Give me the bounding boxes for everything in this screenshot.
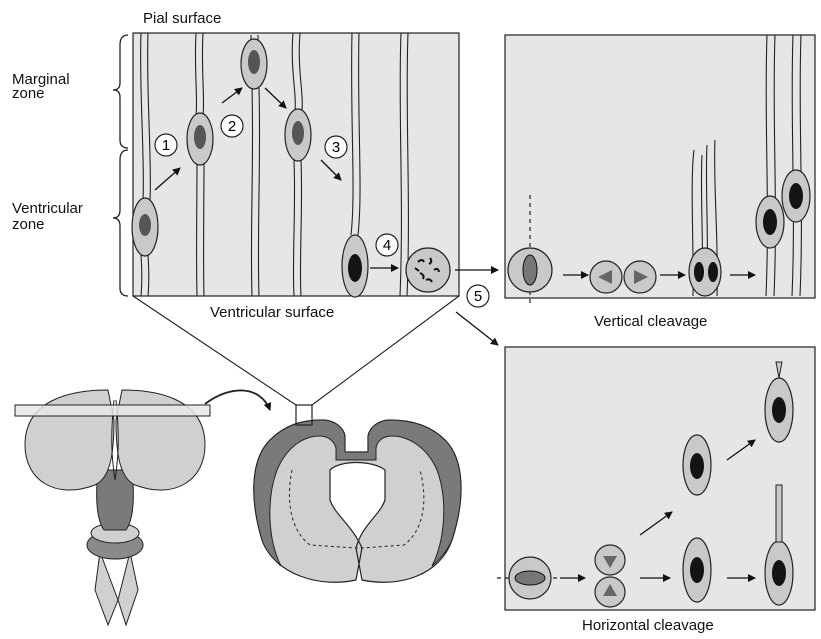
step-3-marker: 3 [325,136,347,158]
step-2-marker: 2 [221,115,243,137]
nucleus-1 [139,214,151,236]
nucleus-3 [248,50,260,74]
svg-text:4: 4 [383,237,391,254]
nucleus-2 [194,125,206,149]
svg-text:5: 5 [474,288,482,305]
svg-text:1: 1 [162,137,170,154]
nucleus-5 [348,254,362,282]
svg-text:3: 3 [332,139,340,156]
embryo-brain [15,390,210,625]
marginal-zone-bracket [113,35,128,148]
step-1-marker: 1 [155,134,177,156]
vertical-cleavage-panel [505,35,815,298]
step-5-marker: 5 [467,285,489,307]
svg-text:2: 2 [228,118,236,135]
nucleus-4 [292,121,304,145]
section-plane [15,405,210,416]
step-4-marker: 4 [376,234,398,256]
dividing-cell [406,248,450,292]
curved-arrow [205,390,270,410]
zoom-projection-lines [133,296,459,405]
ventricular-zone-bracket [113,150,128,296]
coronal-section [254,405,461,582]
